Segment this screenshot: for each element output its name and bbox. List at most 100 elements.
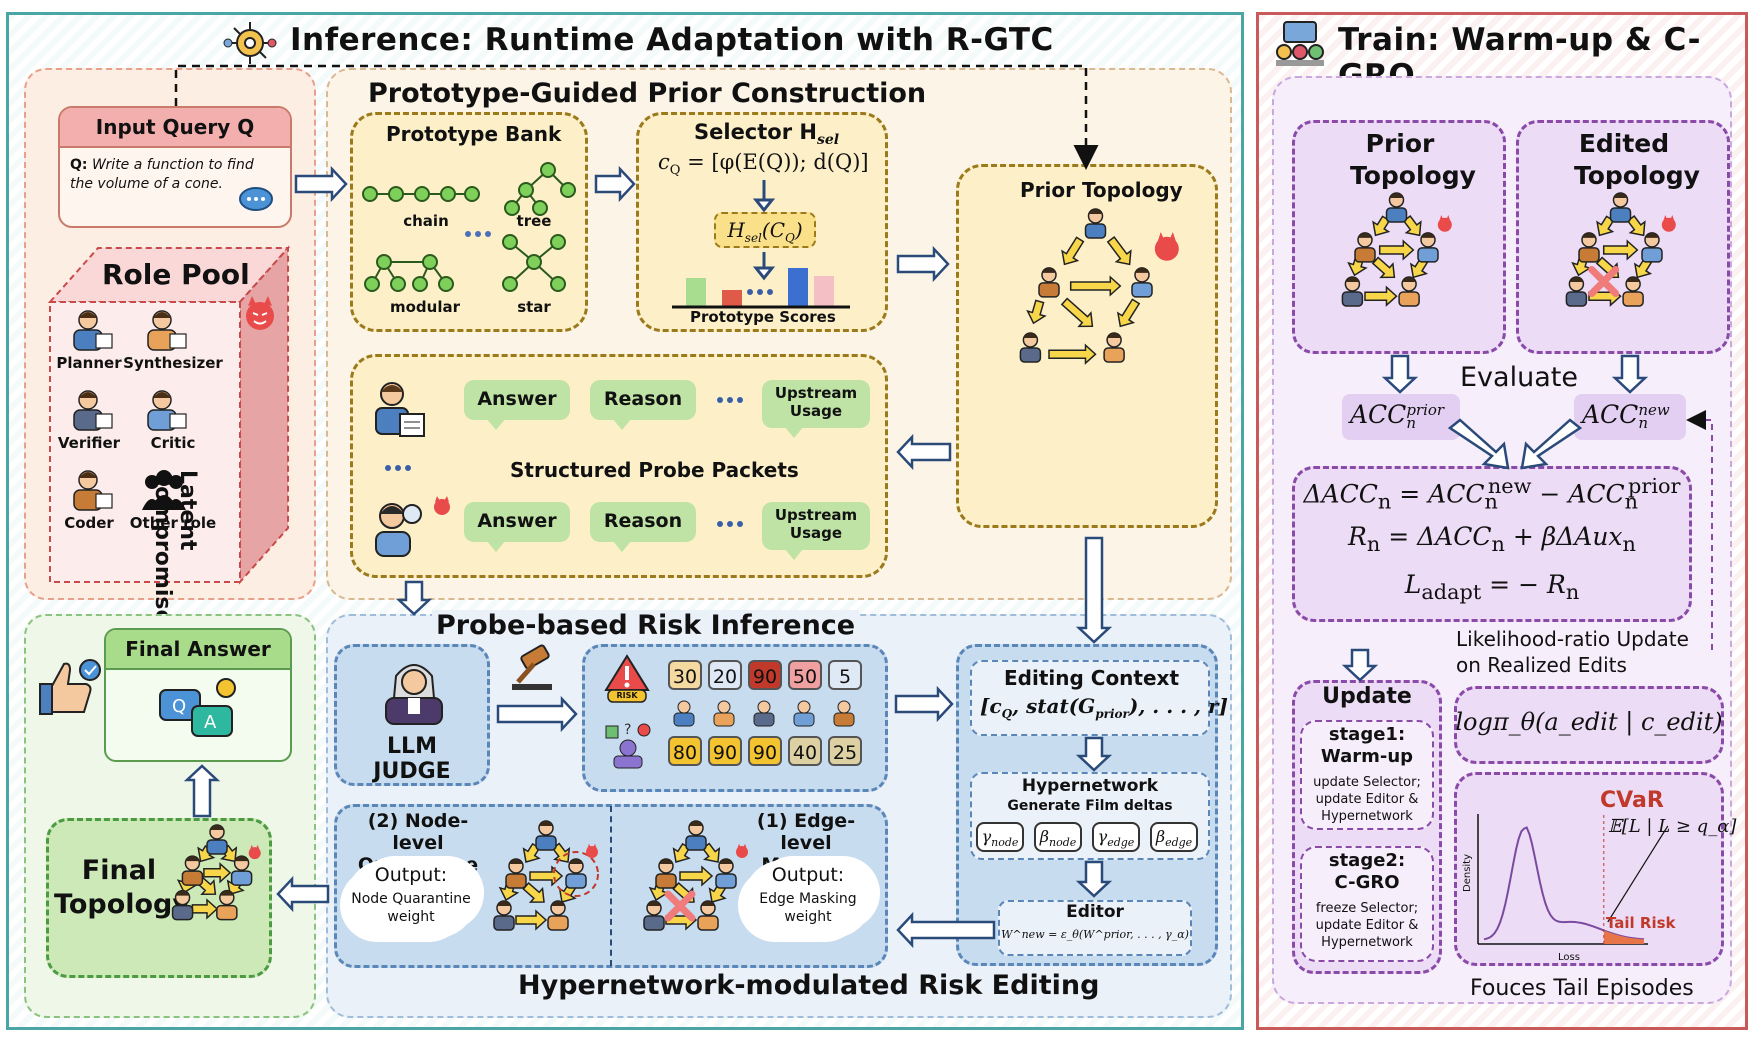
train-edited-topology-panel [1516, 120, 1730, 354]
coder-agent [505, 858, 527, 889]
query-prefix: Q: [70, 157, 88, 173]
selector-formula: cQ = [φ(E(Q)); d(Q)] [658, 150, 869, 179]
role-score: 80 [668, 736, 702, 766]
edge-arrow [1069, 275, 1122, 297]
probe-upstream-2: Upstream Usage [762, 502, 870, 560]
synthesizer-agent [1622, 276, 1644, 307]
train-edited-topology-graph [1565, 192, 1676, 307]
film-param-0: γnode [976, 822, 1024, 852]
probe-devil-icon [432, 496, 452, 516]
arrow-prior-to-editing [1075, 536, 1113, 644]
prior-topology-graph [1019, 208, 1179, 365]
editor-box [998, 900, 1192, 956]
devil-icon [1154, 232, 1179, 261]
edge-arrow [1364, 285, 1398, 307]
role-score: 90 [748, 736, 782, 766]
probe-planner-icon [372, 380, 428, 440]
risk-score: 90 [748, 660, 782, 690]
train-prior-topology-graph [1341, 192, 1452, 307]
stage1-title: stage1: Warm-up [1320, 724, 1414, 767]
planner-agent [206, 824, 228, 855]
verifier-agent [1341, 276, 1364, 307]
coder-agent [1578, 232, 1600, 263]
inference-title: Inference: Runtime Adaptation with R-GTC [290, 22, 1054, 58]
role-label: Verifier [57, 434, 121, 452]
synthesizer-agent [547, 900, 569, 931]
risk-score: 30 [668, 660, 702, 690]
role-score: 90 [708, 736, 742, 766]
arrow-judge-to-scores [496, 695, 578, 733]
planner-agent [1084, 208, 1107, 239]
prototype-tree-label: tree [516, 212, 552, 230]
score-role-icon [790, 698, 820, 728]
arrow-final-topology-to-answer [183, 764, 221, 818]
devil-icon [1437, 215, 1452, 232]
final-topology-title: Final Topology [54, 855, 190, 920]
planner-agent [1385, 192, 1408, 223]
input-query-card: Input Query Q Q: Write a function to fin… [58, 106, 292, 228]
risk-score: 50 [788, 660, 822, 690]
edge-arrow [1060, 297, 1094, 328]
role-planner-icon [66, 308, 114, 352]
node-quarantine-graph [493, 820, 599, 931]
arrow-probe-to-risk [395, 580, 433, 616]
acc-prior-box [1342, 394, 1460, 440]
node-quarantine-output-title: Output: [374, 864, 448, 886]
role-label: Planner [56, 354, 122, 372]
critic-agent [715, 858, 737, 889]
critic-agent [230, 855, 253, 886]
risk-score: 20 [708, 660, 742, 690]
role-label: Coder [64, 514, 114, 532]
cvar-panel [1454, 772, 1724, 966]
edge-arrow [203, 862, 232, 884]
update-title: Update [1322, 684, 1412, 709]
devil-icon [1661, 215, 1676, 232]
cvar-formula: 𝔼[L | L ≥ q_α] [1608, 816, 1737, 837]
verifier-agent [643, 900, 665, 931]
lr-update-label: Likelihood-ratio Update on Realized Edit… [1456, 627, 1689, 677]
edge-masking-cloud [744, 860, 872, 938]
arrow-prior-to-probe [896, 433, 952, 471]
arrow-bank-to-selector [594, 165, 636, 203]
role-question-icon: ? [604, 716, 652, 770]
stage1-box [1300, 720, 1434, 830]
risk-editing-title: Hypernetwork-modulated Risk Editing [518, 970, 1100, 1001]
arrow-hypernet-to-editor [1075, 860, 1113, 898]
prototype-chain-label: chain [403, 212, 449, 230]
edge-arrow [1602, 239, 1639, 261]
team-icon [1274, 20, 1326, 68]
prior-construction-title: Prototype-Guided Prior Construction [368, 78, 927, 109]
node-quarantine-output-text: Node Quarantine weight [351, 891, 471, 925]
coder-agent [1354, 232, 1376, 263]
prototype-scores-label: Prototype Scores [690, 308, 836, 326]
edge-arrow [1371, 256, 1396, 279]
edge-arrow [1116, 298, 1141, 328]
edge-arrow [679, 865, 714, 887]
probe-answer-1: Answer [464, 380, 570, 430]
train-prior-topology-panel [1292, 120, 1506, 354]
film-param-3: βedge [1150, 822, 1198, 852]
probe-reason-1: Reason [590, 380, 696, 430]
edge-arrow [551, 842, 571, 863]
final-answer-title: Final Answer [106, 630, 290, 670]
reward-equation-1: Rn = ΔACCn + βΔAuxn [1348, 522, 1636, 556]
node-quarantine-cloud [346, 860, 476, 938]
probe-reason-2: Reason [590, 502, 696, 552]
coder-agent [181, 855, 204, 886]
probe-critic-icon [372, 498, 428, 560]
risk-warning-icon [604, 654, 650, 704]
role-pool [46, 244, 294, 585]
score-role-icon [710, 698, 740, 728]
stage1-text: update Selector; update Editor & Hyperne… [1313, 775, 1421, 824]
synthesizer-agent [216, 889, 238, 921]
arrow-quarantine-to-final [276, 875, 330, 913]
role-score: 25 [828, 736, 862, 766]
risk-badge-label: RISK [616, 691, 638, 700]
arrow-train-prior-evaluate [1381, 354, 1419, 394]
devil-icon [586, 843, 598, 858]
stage2-text: freeze Selector; update Editor & Hyperne… [1315, 901, 1419, 950]
role-coder-icon [66, 468, 114, 512]
critic-agent [565, 858, 587, 889]
edge-arrow [1409, 257, 1429, 279]
